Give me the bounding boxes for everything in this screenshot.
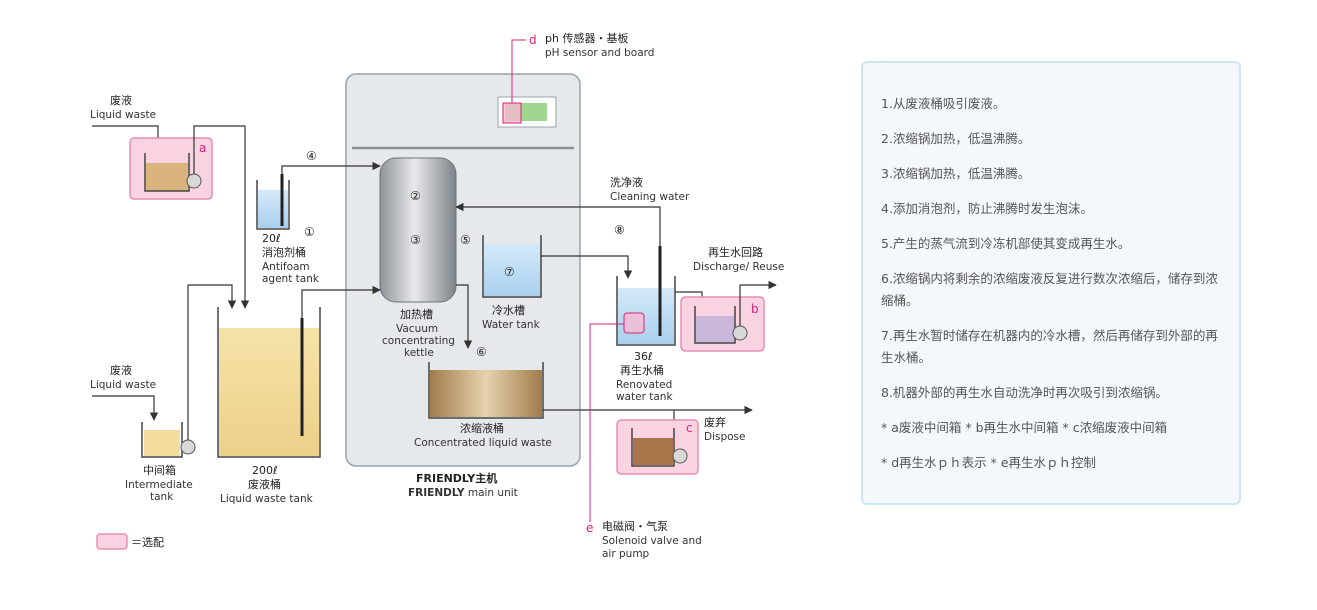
kettle-label-cn: 加热槽 <box>400 308 433 321</box>
step-6: ⑥ <box>476 345 487 359</box>
liquid-waste-mid-cn: 废液 <box>110 363 132 377</box>
description-item: 7.再生水暂时储存在机器内的冷水槽，然后再储存到外部的再生水桶。 <box>881 328 1218 365</box>
renovated-label-cn: 再生水桶 <box>620 363 664 377</box>
kettle-label-en2: concentrating <box>382 335 455 347</box>
solenoid-label-cn: 电磁阀・气泵 <box>602 519 668 533</box>
step-3: ③ <box>410 233 421 247</box>
water-tank-label-en: Water tank <box>482 319 541 331</box>
concentrated-tank: ⑥ 浓缩液桶 Concentrated liquid waste <box>414 284 753 449</box>
liquid-waste-mid-en: Liquid waste <box>90 379 156 391</box>
intermediate-tank: 废液 Liquid waste 中间箱 Intermediate tank <box>90 284 237 503</box>
antifoam-volume: 20ℓ <box>262 232 281 245</box>
step-7: ⑦ <box>504 265 515 279</box>
description-item: 5.产生的蒸气流到冷冻机部使其变成再生水。 <box>881 236 1131 251</box>
description-item: * a废液中间箱 * b再生水中间箱 * c浓缩废液中间箱 <box>881 420 1168 435</box>
step-4: ④ <box>306 149 317 163</box>
vacuum-kettle: ② ③ 加热槽 Vacuum concentrating kettle <box>379 157 457 359</box>
description-panel: 1.从废液桶吸引废液。 2.浓缩锅加热，低温沸腾。 3.浓缩锅加热，低温沸腾。 … <box>861 61 1241 505</box>
legend-swatch <box>96 533 128 550</box>
ph-sensor-label-en: pH sensor and board <box>545 47 654 59</box>
legend: ＝选配 <box>96 533 164 550</box>
water-tank-label-cn: 冷水槽 <box>492 304 525 317</box>
ph-control-marker <box>623 312 645 334</box>
letter-b: b <box>751 302 759 316</box>
process-diagram: d ph 传感器・基板 pH sensor and board 废液 Liqui… <box>90 31 784 560</box>
renovated-water-tank: 36ℓ 再生水桶 Renovated water tank <box>616 246 707 403</box>
letter-d: d <box>529 33 537 47</box>
discharge-label-en: Discharge/ Reuse <box>693 261 784 273</box>
concentrated-label-en: Concentrated liquid waste <box>414 437 552 449</box>
liquid-waste-intake-a: 废液 Liquid waste a <box>90 93 250 309</box>
main-unit-label: FRIENDLY主机 FRIENDLY main unit <box>408 471 518 499</box>
step-5: ⑤ <box>460 233 471 247</box>
letter-a: a <box>199 141 206 155</box>
waste-tank-label-cn: 废液桶 <box>248 477 281 491</box>
waste-tank-label-en: Liquid waste tank <box>220 493 314 505</box>
renovated-label-en2: water tank <box>616 391 673 403</box>
liquid-waste-tank: 200ℓ 废液桶 Liquid waste tank <box>217 285 381 505</box>
legend-text: ＝选配 <box>131 536 164 549</box>
description-item: 1.从废液桶吸引废液。 <box>881 96 1006 111</box>
description-item: 6.浓缩锅内将剩余的浓缩废液反复进行数次浓缩后，储存到浓缩桶。 <box>881 271 1218 308</box>
intermediate-label-en1: Intermediate <box>125 479 193 491</box>
antifoam-label-en1: Antifoam <box>262 261 310 273</box>
antifoam-tank: ④ ① 20ℓ 消泡剂桶 Antifoam agent tank <box>256 149 381 285</box>
liquid-waste-top-en: Liquid waste <box>90 109 156 121</box>
dispose-label-cn: 废弃 <box>704 415 726 429</box>
concentrated-label-cn: 浓缩液桶 <box>460 421 504 435</box>
antifoam-label-cn: 消泡剂桶 <box>262 245 306 259</box>
main-unit-label-cn: FRIENDLY主机 <box>416 471 497 485</box>
letter-c: c <box>686 421 693 435</box>
antifoam-label-en2: agent tank <box>262 273 320 285</box>
main-unit-label-en-bold: FRIENDLY <box>408 487 465 499</box>
cleaning-label-en: Cleaning water <box>610 191 690 203</box>
cold-water-tank: ⑦ ⑤ 冷水槽 Water tank <box>460 233 633 331</box>
ph-sensor-label-cn: ph 传感器・基板 <box>545 31 628 45</box>
kettle-label-en3: kettle <box>404 347 434 359</box>
cleaning-label-cn: 洗净液 <box>610 175 643 189</box>
description-item: 4.添加消泡剂，防止沸腾时发生泡沫。 <box>881 201 1093 216</box>
cleaning-water: 洗净液 Cleaning water ⑧ <box>455 175 690 246</box>
waste-tank-volume: 200ℓ <box>252 464 278 477</box>
solenoid-label-en1: Solenoid valve and <box>602 535 702 547</box>
description-item: 2.浓缩锅加热，低温沸腾。 <box>881 131 1031 146</box>
description-list: 1.从废液桶吸引废液。 2.浓缩锅加热，低温沸腾。 3.浓缩锅加热，低温沸腾。 … <box>881 93 1221 474</box>
renovated-label-en1: Renovated <box>616 379 672 391</box>
step-2: ② <box>410 189 421 203</box>
dispose-box-c: 废弃 Dispose c <box>616 410 746 475</box>
description-item: * d再生水ｐｈ表示 * e再生水ｐｈ控制 <box>881 455 1097 470</box>
renovated-volume: 36ℓ <box>634 350 653 363</box>
main-unit-label-en: FRIENDLY main unit <box>408 487 518 499</box>
kettle-label-en1: Vacuum <box>396 323 438 335</box>
main-unit-label-en-rest: main unit <box>465 487 518 499</box>
description-item: 8.机器外部的再生水自动洗净时再次吸引到浓缩锅。 <box>881 385 1168 400</box>
step-1: ① <box>304 225 315 239</box>
discharge-box-b: 再生水回路 Discharge/ Reuse b <box>680 245 784 352</box>
liquid-waste-top-cn: 废液 <box>110 93 132 107</box>
discharge-label-cn: 再生水回路 <box>708 245 763 259</box>
description-item: 3.浓缩锅加热，低温沸腾。 <box>881 166 1031 181</box>
intermediate-label-cn: 中间箱 <box>143 463 176 477</box>
letter-e: e <box>586 521 593 535</box>
dispose-label-en: Dispose <box>704 431 746 443</box>
ph-sensor: d ph 传感器・基板 pH sensor and board <box>502 31 654 124</box>
solenoid-label-en2: air pump <box>602 548 650 560</box>
intermediate-label-en2: tank <box>150 491 174 503</box>
step-8: ⑧ <box>614 223 625 237</box>
solenoid-valve: e 电磁阀・气泵 Solenoid valve and air pump <box>586 323 702 560</box>
